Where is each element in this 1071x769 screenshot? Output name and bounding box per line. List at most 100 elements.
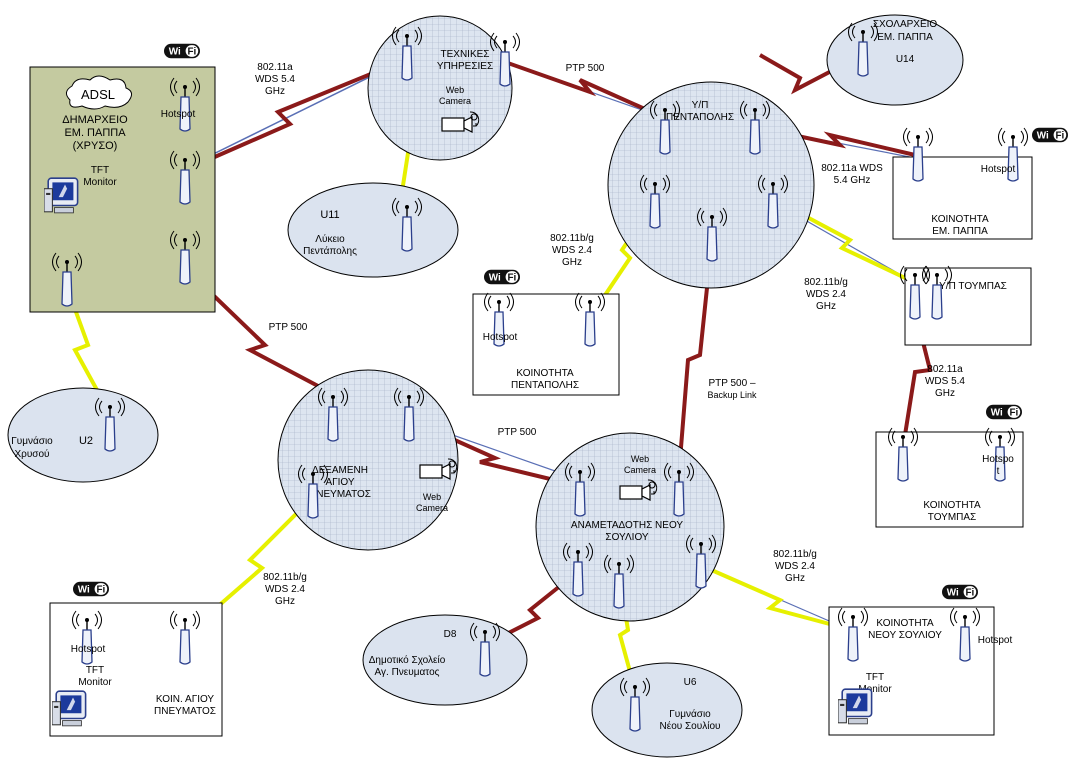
ellipse-u11: U11 Λύκειο Πεντάπολης: [287, 182, 459, 278]
label-text: t: [997, 466, 1000, 477]
box-agiou: Hotspot TFT Monitor ΚΟΙΝ. ΑΓΙΟΥ ΠΝΕΥΜΑΤΟ…: [49, 602, 223, 737]
label-text: Αγ. Πνευματος: [375, 667, 440, 678]
label-text: Monitor: [78, 677, 112, 688]
box-pentapolis: Hotspot ΚΟΙΝΟΤΗΤΑ ΠΕΝΤΑΠΟΛΗΣ: [472, 292, 620, 396]
label-text: ΥΠΗΡΕΣΙΕΣ: [437, 61, 493, 72]
wifi-logo-icon: [484, 269, 520, 285]
label-text: WDS 2.4: [265, 584, 305, 595]
box-neou-souliou: ΚΟΙΝΟΤΗΤΑ ΝΕΟΥ ΣΟΥΛΙΟΥ Hotspot TFT Monit…: [828, 606, 1013, 736]
label-text: PTP 500: [269, 322, 308, 333]
label-text: U6: [684, 677, 697, 688]
label-text: WDS 2.4: [552, 245, 592, 256]
label-text: ΑΓΙΟΥ: [325, 477, 354, 488]
monitor-icon: [44, 177, 79, 214]
ellipse-d8: D8 Δημοτικό Σχολείο Αγ. Πνευματος: [362, 614, 528, 706]
center-tft-2: Monitor: [83, 177, 117, 188]
label-text: 802.11a: [257, 62, 293, 73]
label-text: ΚΟΙΝΟΤΗΤΑ: [923, 500, 981, 511]
label-text: Νέου Σουλίου: [660, 720, 721, 732]
label-text: GHz: [816, 301, 836, 312]
center-tft-1: TFT: [91, 165, 109, 176]
label-text: Hotspot: [71, 644, 106, 655]
box-toumpas: Hotspo t ΚΟΙΝΟΤΗΤΑ ΤΟΥΜΠΑΣ: [875, 427, 1024, 528]
circle-technikes: ΤΕΧΝΙΚΕΣ ΥΠΗΡΕΣΙΕΣ Web Camera: [367, 15, 520, 161]
label-text: U2: [79, 435, 93, 447]
label-text: GHz: [562, 257, 582, 268]
label-text: ΠΝΕΥΜΑΤΟΣ: [309, 489, 371, 500]
bolt-technikes-yp: [504, 60, 666, 120]
label-text: PTP 500: [566, 63, 605, 74]
wifi-logo-icon: [73, 581, 109, 597]
label-text: 802.11a: [927, 364, 963, 375]
label-text: Υ/Π ΤΟΥΜΠΑΣ: [939, 281, 1007, 292]
label-text: U14: [896, 54, 915, 65]
label-text: ΚΟΙΝΟΤΗΤΑ: [516, 368, 574, 379]
label-text: 5.4 GHz: [834, 175, 871, 186]
box-yp-toumpas: Υ/Π ΤΟΥΜΠΑΣ: [900, 265, 1032, 346]
label-text: WDS 2.4: [806, 289, 846, 300]
label-text: GHz: [275, 596, 295, 607]
bolt-yp-anamet-backup: [676, 239, 714, 486]
ellipse-u14: ΣΧΟΛΑΡΧΕΙΟ ΕΜ. ΠΑΠΠΑ U14: [826, 14, 964, 106]
label-text: U11: [320, 209, 339, 221]
ellipse-u2: Γυμνάσιο Χρυσού U2: [7, 387, 159, 483]
link-center-technikes: [184, 61, 401, 169]
label-text: ΕΜ. ΠΑΠΠΑ: [932, 226, 988, 237]
monitor-icon: [52, 690, 87, 727]
label-text: Hotspo: [982, 454, 1014, 465]
wifi-logo-icon: [1032, 127, 1068, 143]
box-em-pappa: Hotspot ΚΟΙΝΟΤΗΤΑ ΕΜ. ΠΑΠΠΑ: [892, 127, 1033, 240]
center-title-3: (ΧΡΥΣΟ): [73, 140, 118, 152]
wifi-logo-icon: [164, 43, 200, 59]
label-text: ΣΟΥΛΙΟΥ: [605, 532, 648, 543]
label-text: Hotspot: [978, 635, 1013, 646]
label-text: ΕΜ. ΠΑΠΠΑ: [877, 32, 933, 43]
label-text: ΚΟΙΝ. ΑΓΙΟΥ: [156, 694, 215, 705]
circle-dexameni: ΔΕΞΑΜΕΝΗ ΑΓΙΟΥ ΠΝΕΥΜΑΤΟΣ Web Camera: [277, 369, 459, 551]
label-text: Πεντάπολης: [303, 245, 357, 257]
label-text: PTP 500: [498, 427, 537, 438]
bolt-dexameni-agiou: [183, 493, 317, 637]
label-text: WDS 2.4: [775, 561, 815, 572]
label-text: ΠΕΝΤΑΠΟΛΗΣ: [666, 112, 734, 123]
label-text: ΠΕΝΤΑΠΟΛΗΣ: [511, 380, 579, 391]
label-text: PTP 500 –: [708, 378, 756, 389]
label-text: Web: [423, 492, 441, 502]
label-text: TFT: [86, 665, 104, 676]
adsl-cloud-icon: [66, 75, 132, 110]
label-text: ΝΕΟΥ ΣΟΥΛΙΟΥ: [868, 630, 942, 641]
label-text: Γυμνάσιο: [11, 435, 53, 447]
label-text: Δημοτικό Σχολείο: [369, 654, 446, 666]
label-text: ΠΝΕΥΜΑΤΟΣ: [154, 706, 216, 717]
circle-anamet: Web Camera ΑΝΑΜΕΤΑΔΟΤΗΣ ΝΕΟΥ ΣΟΥΛΙΟΥ: [535, 432, 725, 622]
label-text: GHz: [935, 388, 955, 399]
label-text: Λύκειο: [315, 233, 345, 245]
label-text: Γυμνάσιο: [669, 708, 711, 720]
adsl-label: ADSL: [81, 87, 115, 102]
label-text: 802.11b/g: [773, 549, 817, 560]
label-text: Χρυσού: [14, 448, 49, 460]
label-text: Monitor: [858, 684, 892, 695]
bolt-center-dexameni: [183, 266, 336, 397]
label-text: ΑΝΑΜΕΤΑΔΟΤΗΣ ΝΕΟΥ: [571, 520, 683, 531]
label-text: 802.11b/g: [263, 572, 307, 583]
center-title-1: ΔΗΜΑΡΧΕΙΟ: [62, 114, 128, 126]
label-text: Camera: [416, 503, 448, 513]
label-text: ΔΕΞΑΜΕΝΗ: [312, 465, 368, 476]
label-text: GHz: [265, 86, 285, 97]
circle-yp-pentapolis: Υ/Π ΠΕΝΤΑΠΟΛΗΣ: [607, 81, 815, 289]
label-text: ΚΟΙΝΟΤΗΤΑ: [876, 618, 934, 629]
label-text: 802.11b/g: [804, 277, 848, 288]
center-hotspot-label: Hotspot: [161, 109, 196, 120]
wifi-logo-icon: [942, 584, 978, 600]
ellipse-u6: U6 Γυμνάσιο Νέου Σουλίου: [591, 662, 743, 758]
label-text: TFT: [866, 672, 884, 683]
center-box: ADSL ΔΗΜΑΡΧΕΙΟ ΕΜ. ΠΑΠΠΑ (ΧΡΥΣΟ) Hotspot…: [29, 66, 216, 313]
label-text: Web: [631, 454, 649, 464]
label-text: 802.11a WDS: [821, 163, 883, 174]
bolt-anamet-neou: [699, 563, 853, 632]
label-text: Web: [446, 85, 464, 95]
label-text: Backup Link: [707, 390, 757, 400]
label-text: ΚΟΙΝΟΤΗΤΑ: [931, 214, 989, 225]
label-text: ΣΧΟΛΑΡΧΕΙΟ: [873, 19, 938, 30]
